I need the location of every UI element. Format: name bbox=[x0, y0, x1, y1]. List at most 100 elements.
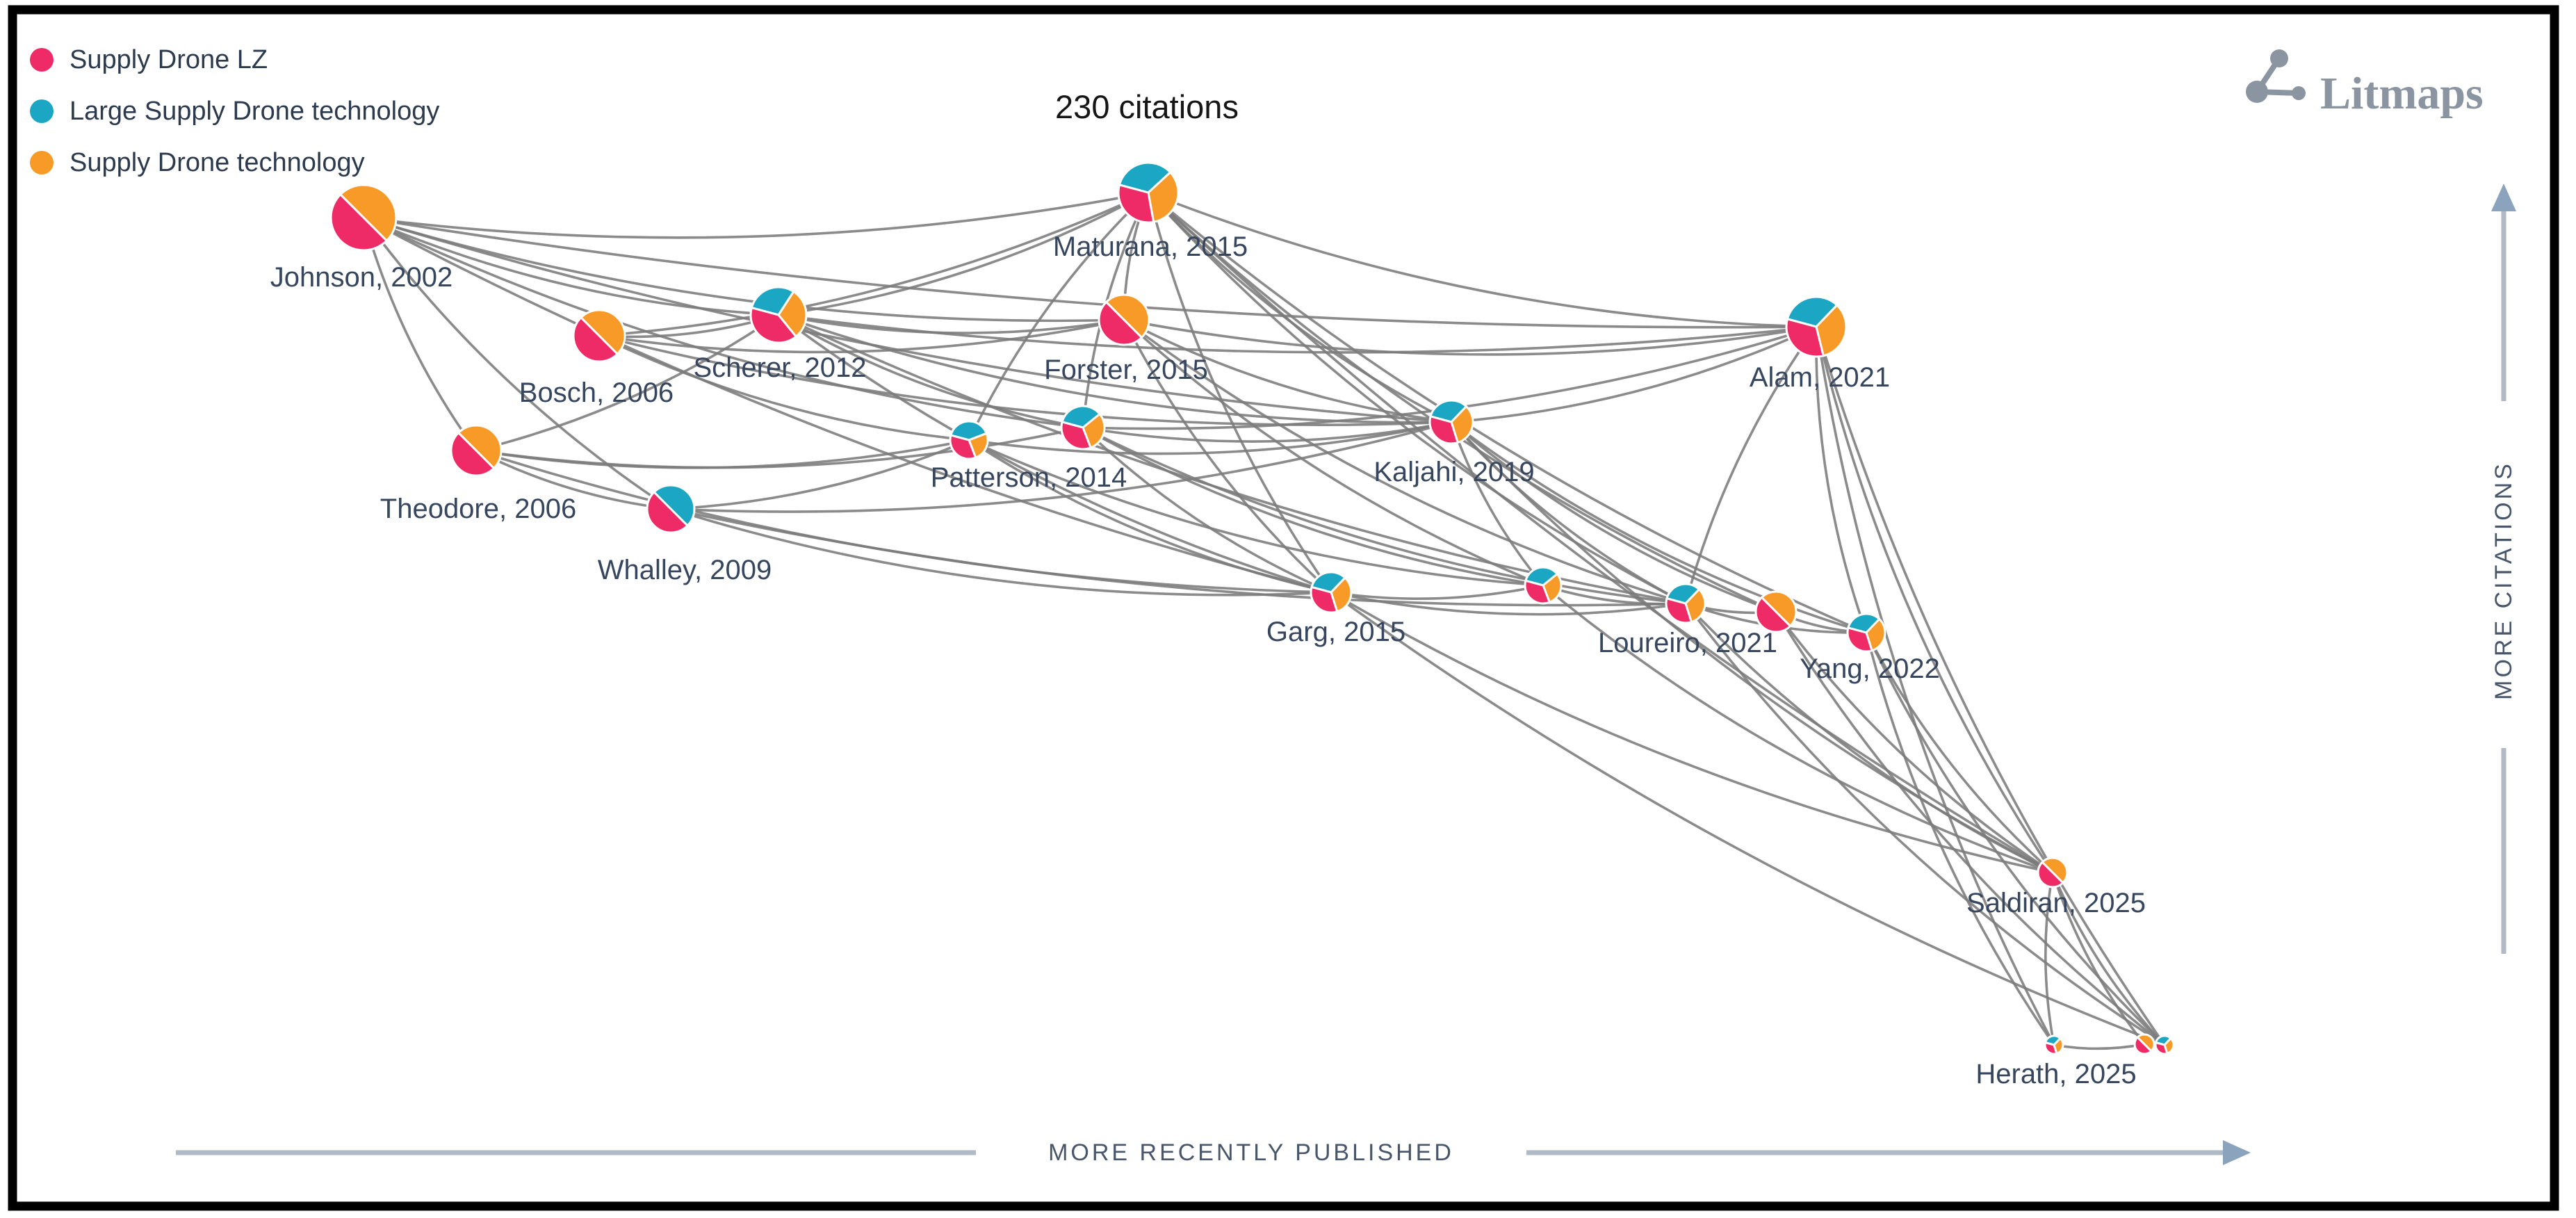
paper-node[interactable] bbox=[1310, 571, 1353, 614]
pie-slice-teal bbox=[1310, 571, 1346, 594]
citation-edge bbox=[669, 439, 970, 510]
paper-node[interactable] bbox=[749, 286, 808, 344]
citation-edge bbox=[1147, 191, 1818, 328]
citation-edge bbox=[1123, 318, 1544, 587]
citation-edge bbox=[362, 216, 780, 316]
pie-slice-pink bbox=[749, 307, 797, 344]
edges-layer bbox=[362, 191, 2166, 1050]
citation-edge bbox=[598, 191, 1150, 337]
paper-node-label: Scherer, 2012 bbox=[693, 352, 866, 383]
litmaps-logo: Litmaps bbox=[2246, 49, 2484, 119]
paper-node-label: Garg, 2015 bbox=[1266, 617, 1405, 647]
paper-node[interactable] bbox=[1785, 295, 1848, 358]
citation-edge bbox=[1775, 610, 2166, 1046]
paper-node-label: Maturana, 2015 bbox=[1053, 232, 1248, 262]
legend: Supply Drone LZ Large Supply Drone techn… bbox=[30, 45, 439, 177]
legend-dot-large-supply-drone-technology bbox=[30, 99, 54, 123]
citation-edge bbox=[777, 314, 1084, 429]
pie-slice-orange bbox=[2041, 856, 2069, 884]
citation-edge bbox=[1815, 325, 2054, 874]
citation-edge bbox=[1684, 325, 1818, 605]
pie-slice-pink bbox=[1117, 184, 1155, 224]
pie-slice-orange bbox=[457, 424, 503, 469]
pie-slice-pink bbox=[329, 193, 388, 252]
pie-slice-orange bbox=[1450, 405, 1474, 444]
paper-node[interactable] bbox=[1754, 590, 1798, 633]
citation-edge bbox=[1082, 426, 1687, 605]
citation-edge bbox=[1542, 584, 2054, 874]
pie-slice-orange bbox=[1330, 576, 1353, 613]
citation-edge bbox=[1450, 325, 1818, 423]
y-axis-label: MORE CITATIONS bbox=[2491, 461, 2517, 700]
citation-edge bbox=[1450, 421, 1777, 613]
citation-edge bbox=[1147, 191, 1687, 605]
paper-node[interactable] bbox=[572, 309, 626, 363]
pie-slice-pink bbox=[1754, 596, 1792, 633]
citation-edge bbox=[362, 216, 1332, 594]
citation-edge bbox=[1330, 591, 1687, 616]
citation-edge bbox=[669, 508, 1332, 596]
paper-node[interactable] bbox=[1428, 399, 1474, 445]
pie-slice-pink bbox=[1428, 415, 1459, 445]
paper-node-label: Theodore, 2006 bbox=[380, 494, 576, 524]
max-citations-annotation: 230 citations bbox=[1055, 88, 1239, 125]
paper-node-label: Kaljahi, 2019 bbox=[1373, 457, 1534, 487]
citation-edge bbox=[1123, 318, 1332, 594]
x-axis: MORE RECENTLY PUBLISHED bbox=[176, 1139, 2251, 1166]
paper-node[interactable] bbox=[1098, 293, 1150, 346]
paper-node[interactable] bbox=[1117, 161, 1180, 224]
pie-slice-orange bbox=[777, 290, 808, 338]
pie-slice-teal bbox=[949, 420, 988, 441]
citation-edge bbox=[362, 216, 1125, 323]
citation-edge bbox=[777, 314, 1453, 424]
paper-node[interactable] bbox=[1524, 566, 1563, 605]
pie-slice-pink bbox=[2154, 1041, 2169, 1055]
pie-slice-orange bbox=[580, 309, 626, 355]
citation-edge bbox=[777, 314, 1332, 594]
x-axis-arrowhead bbox=[2223, 1140, 2251, 1165]
pie-slice-pink bbox=[1524, 579, 1551, 605]
citation-edge bbox=[1147, 191, 1453, 423]
paper-node[interactable] bbox=[1846, 612, 1886, 653]
pie-slice-teal bbox=[1786, 295, 1839, 328]
citation-edge bbox=[1684, 602, 2166, 1046]
pie-slice-pink bbox=[1310, 585, 1339, 614]
pie-slice-pink bbox=[450, 432, 495, 477]
pie-slice-teal bbox=[1524, 566, 1558, 587]
pie-slice-pink bbox=[2037, 861, 2064, 888]
paper-node[interactable] bbox=[1665, 583, 1706, 624]
paper-node[interactable] bbox=[949, 420, 989, 460]
paper-node[interactable] bbox=[2154, 1034, 2175, 1055]
pie-slice-orange bbox=[339, 184, 398, 242]
paper-node-label: Johnson, 2002 bbox=[270, 262, 453, 293]
paper-node[interactable] bbox=[2133, 1033, 2155, 1055]
pie-slice-pink bbox=[646, 491, 689, 534]
paper-node[interactable] bbox=[450, 424, 503, 477]
citation-edge bbox=[362, 216, 672, 510]
pie-slice-pink bbox=[1785, 318, 1825, 358]
citation-edge bbox=[1330, 584, 1544, 600]
citation-edge bbox=[598, 318, 1125, 354]
citation-edge bbox=[475, 314, 780, 452]
paper-node[interactable] bbox=[646, 484, 696, 534]
citation-edge bbox=[2051, 871, 2166, 1046]
citation-edge bbox=[1330, 591, 2166, 1046]
paper-node[interactable] bbox=[329, 184, 398, 252]
citation-edge bbox=[1684, 602, 2054, 874]
paper-node-label: Whalley, 2009 bbox=[598, 555, 772, 585]
citation-edge bbox=[475, 439, 970, 469]
pie-slice-orange bbox=[1760, 590, 1798, 628]
pie-slice-teal bbox=[750, 286, 795, 316]
paper-node[interactable] bbox=[2044, 1034, 2064, 1055]
paper-node[interactable] bbox=[1060, 405, 1106, 450]
citation-edge bbox=[669, 508, 1687, 607]
citation-edge bbox=[968, 439, 1544, 587]
pie-slice-pink bbox=[2133, 1036, 2153, 1055]
citation-edge bbox=[1450, 421, 1868, 634]
paper-node[interactable] bbox=[2037, 856, 2069, 888]
citation-edge bbox=[1865, 631, 2055, 1046]
pie-slice-orange bbox=[1147, 171, 1180, 223]
paper-node-label: Forster, 2015 bbox=[1044, 355, 1208, 385]
